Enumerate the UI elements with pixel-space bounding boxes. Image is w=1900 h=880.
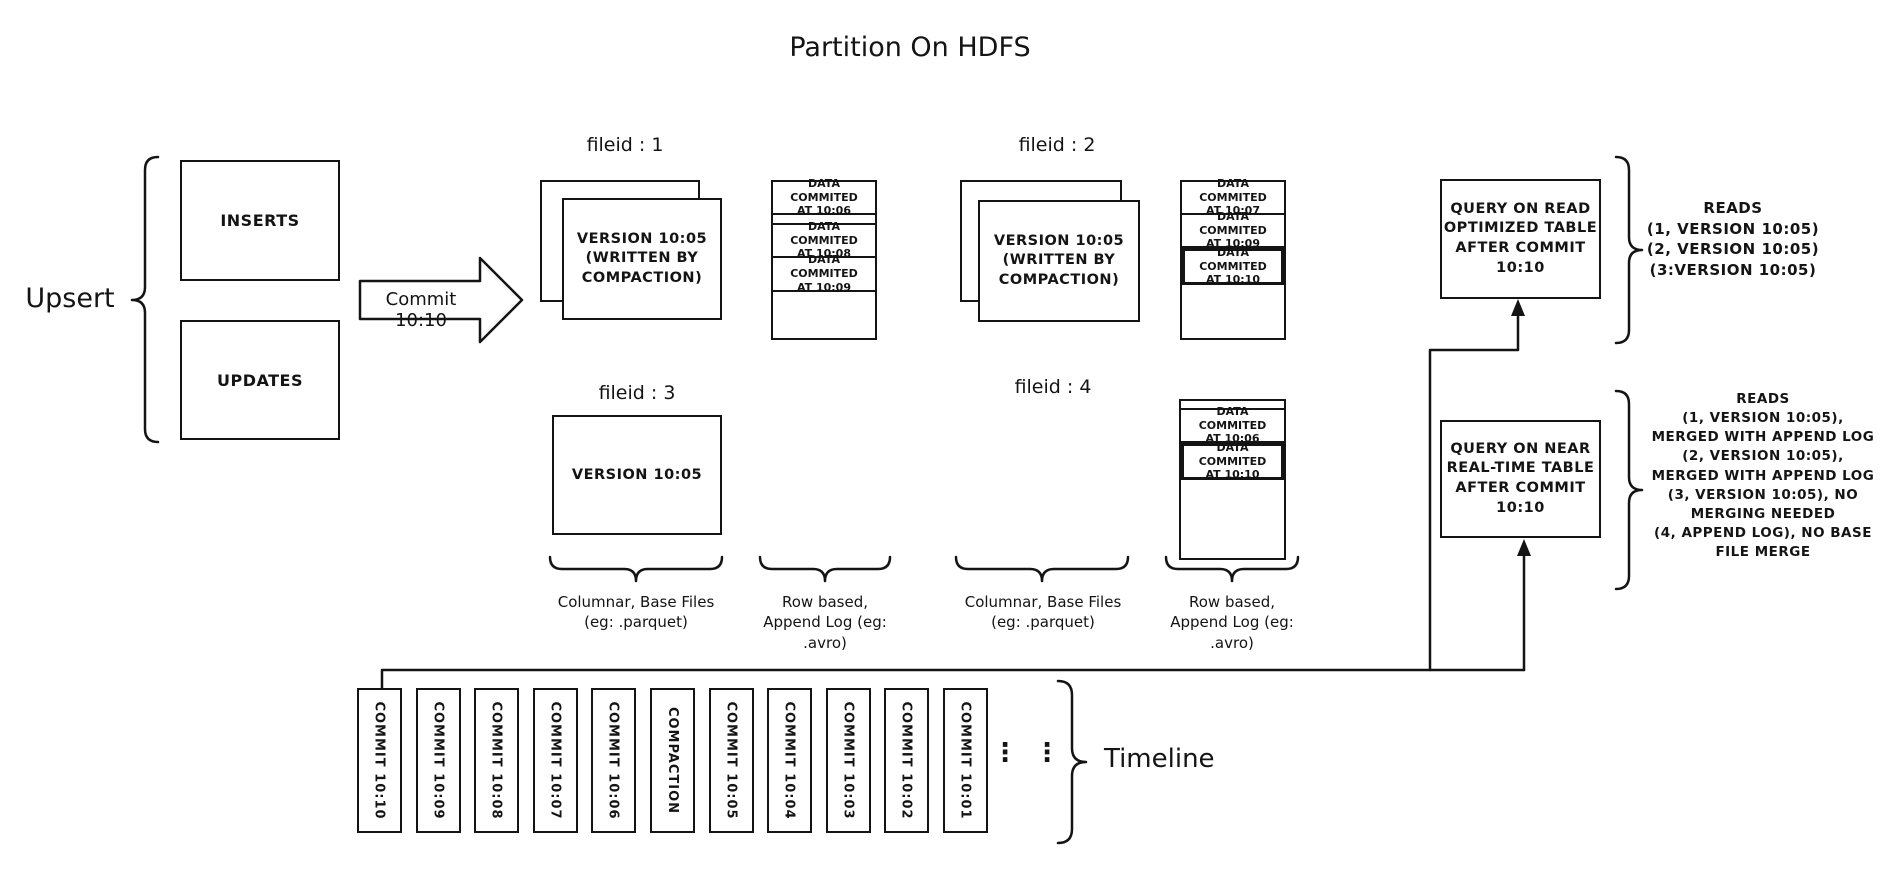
log2-segment-3-new: DATA COMMITED AT 10:10 <box>1182 246 1284 286</box>
log2-segment-1: DATA COMMITED AT 10:07 <box>1182 177 1284 217</box>
reads-read-optimized: READS (1, VERSION 10:05) (2, VERSION 10:… <box>1646 199 1820 280</box>
timeline-box-compaction: COMPACTION <box>650 688 695 833</box>
timeline-box-commit-1001: COMMIT 10:01 <box>943 688 988 833</box>
rowbased-brace-1 <box>758 555 892 583</box>
log2-free-space <box>1182 285 1284 338</box>
filegroup-3-base-box: VERSION 10:05 <box>552 415 722 535</box>
log4-segment-2-new: DATA COMMITED AT 10:10 <box>1181 441 1284 481</box>
timeline-box-commit-1009: COMMIT 10:09 <box>416 688 461 833</box>
page-title: Partition On HDFS <box>789 32 1031 63</box>
timeline-box-commit-1007: COMMIT 10:07 <box>533 688 578 833</box>
filegroup-3-label: fileid : 3 <box>598 382 676 404</box>
rowbased-caption-2: Row based, Append Log (eg: .avro) <box>1170 593 1294 652</box>
arrowhead-read-optimized <box>1511 299 1525 316</box>
log1-free-space <box>773 292 875 338</box>
timeline-item-label: COMMIT 10:07 <box>548 701 564 820</box>
timeline-box-commit-1010: COMMIT 10:10 <box>357 688 402 833</box>
arrowhead-near-real-time <box>1517 539 1531 556</box>
timeline-box-commit-1008: COMMIT 10:08 <box>474 688 519 833</box>
timeline-item-label: COMMIT 10:06 <box>606 701 622 820</box>
filegroup-4-label: fileid : 4 <box>1014 376 1092 398</box>
inserts-label: INSERTS <box>220 211 300 230</box>
columnar-brace-2 <box>954 555 1130 583</box>
timeline-label: Timeline <box>1104 744 1215 774</box>
filegroup-2-base-text: VERSION 10:05 (WRITTEN BY COMPACTION) <box>993 232 1125 288</box>
filegroup-1-base-text: VERSION 10:05 (WRITTEN BY COMPACTION) <box>576 230 708 286</box>
filegroup-2-base-front: VERSION 10:05 (WRITTEN BY COMPACTION) <box>978 200 1140 322</box>
timeline-box-commit-1006: COMMIT 10:06 <box>591 688 636 833</box>
upsert-label: Upsert <box>25 283 115 314</box>
timeline-item-label: COMMIT 10:03 <box>841 701 857 820</box>
timeline-box-commit-1002: COMMIT 10:02 <box>884 688 929 833</box>
log1-segment-3: DATA COMMITED AT 10:09 <box>773 253 875 294</box>
filegroup-1-label: fileid : 1 <box>586 134 664 156</box>
log4-segment-1: DATA COMMITED AT 10:06 <box>1181 405 1284 445</box>
timeline-box-commit-1004: COMMIT 10:04 <box>767 688 812 833</box>
rowbased-caption-1: Row based, Append Log (eg: .avro) <box>763 593 887 652</box>
log1-empty-strip <box>773 215 875 225</box>
timeline-box-commit-1005: COMMIT 10:05 <box>709 688 754 833</box>
query-near-real-time-box: QUERY ON NEAR REAL-TIME TABLE AFTER COMM… <box>1440 420 1601 538</box>
filegroup-2-label: fileid : 2 <box>1018 134 1096 156</box>
timeline-item-label: COMPACTION <box>665 706 681 815</box>
columnar-caption-1: Columnar, Base Files (eg: .parquet) <box>557 593 715 632</box>
filegroup-1-base-front: VERSION 10:05 (WRITTEN BY COMPACTION) <box>562 198 722 320</box>
log2-segment-2: DATA COMMITED AT 10:09 <box>1182 210 1284 250</box>
timeline-item-label: COMMIT 10:09 <box>431 701 447 820</box>
rowbased-brace-2 <box>1164 555 1300 583</box>
log-file-2: DATA COMMITED AT 10:07 DATA COMMITED AT … <box>1180 177 1286 340</box>
upsert-brace <box>130 155 160 444</box>
columnar-brace-1 <box>548 555 724 583</box>
query-read-optimized-text: QUERY ON READ OPTIMIZED TABLE AFTER COMM… <box>1443 200 1598 276</box>
filegroup-3-base-text: VERSION 10:05 <box>571 467 703 483</box>
timeline-ellipsis-2: ⋮ <box>1034 738 1060 768</box>
query-near-real-time-text: QUERY ON NEAR REAL-TIME TABLE AFTER COMM… <box>1446 440 1595 516</box>
timeline-item-label: COMMIT 10:08 <box>489 701 505 820</box>
query-read-optimized-box: QUERY ON READ OPTIMIZED TABLE AFTER COMM… <box>1440 179 1601 299</box>
timeline-item-label: COMMIT 10:04 <box>782 701 798 820</box>
timeline-item-label: COMMIT 10:02 <box>899 701 915 820</box>
updates-label: UPDATES <box>216 370 303 390</box>
log4-empty-strip <box>1181 401 1284 410</box>
timeline-to-queries-line <box>380 668 1526 692</box>
reads-near-real-time: READS (1, VERSION 10:05), MERGED WITH AP… <box>1651 391 1875 561</box>
timeline-item-label: COMMIT 10:01 <box>958 701 974 820</box>
timeline-box-commit-1003: COMMIT 10:03 <box>826 688 871 833</box>
log-file-4: DATA COMMITED AT 10:06 DATA COMMITED AT … <box>1179 399 1286 560</box>
timeline-item-label: COMMIT 10:10 <box>372 701 388 820</box>
timeline-ellipsis-1: ⋮ <box>992 738 1018 768</box>
log1-segment-2: DATA COMMITED AT 10:08 <box>773 220 875 260</box>
updates-box: UPDATES <box>180 320 340 440</box>
timeline-item-label: COMMIT 10:05 <box>724 701 740 820</box>
log4-free-space <box>1181 480 1284 558</box>
inserts-box: INSERTS <box>180 160 340 281</box>
log-file-1: DATA COMMITED AT 10:06 DATA COMMITED AT … <box>771 177 877 340</box>
timeline-brace <box>1056 679 1088 845</box>
log1-segment-1: DATA COMMITED AT 10:06 <box>773 177 875 217</box>
columnar-caption-2: Columnar, Base Files (eg: .parquet) <box>964 593 1122 632</box>
commit-arrow-label: Commit 10:10 <box>385 289 457 331</box>
